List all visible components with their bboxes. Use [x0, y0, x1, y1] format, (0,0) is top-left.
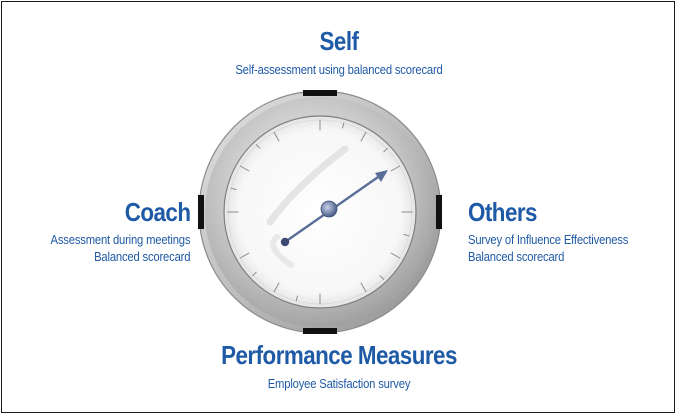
needle-hub	[320, 200, 338, 218]
dial-face	[223, 115, 417, 309]
needle-arrow-tip	[375, 170, 388, 182]
marker-left	[198, 195, 204, 229]
performance-subtitle: Employee Satisfaction survey	[267, 377, 411, 391]
needle-motion-blur	[266, 145, 349, 226]
marker-right	[436, 195, 442, 229]
others-line-1: Survey of Influence Effectiveness	[468, 233, 629, 247]
others-description: Survey of Influence Effectiveness Balanc…	[468, 232, 628, 266]
self-subtitle: Self-assessment using balanced scorecard	[235, 63, 443, 77]
needle-motion-trail	[270, 234, 294, 268]
others-line-2: Balanced scorecard	[468, 249, 565, 264]
marker-bottom	[303, 328, 337, 334]
compass-dial-icon	[198, 90, 442, 334]
coach-heading: Coach	[124, 197, 190, 227]
needle-tail-dot	[280, 237, 290, 247]
coach-description: Assessment during meetings Balanced scor…	[50, 232, 190, 266]
marker-top	[303, 90, 337, 96]
others-heading: Others	[468, 197, 537, 227]
performance-heading: Performance Measures	[221, 340, 457, 370]
dial-ticks	[227, 119, 413, 305]
self-heading: Self	[319, 26, 359, 56]
coach-line-2: Balanced scorecard	[93, 249, 190, 264]
coach-line-1: Assessment during meetings	[50, 233, 190, 247]
